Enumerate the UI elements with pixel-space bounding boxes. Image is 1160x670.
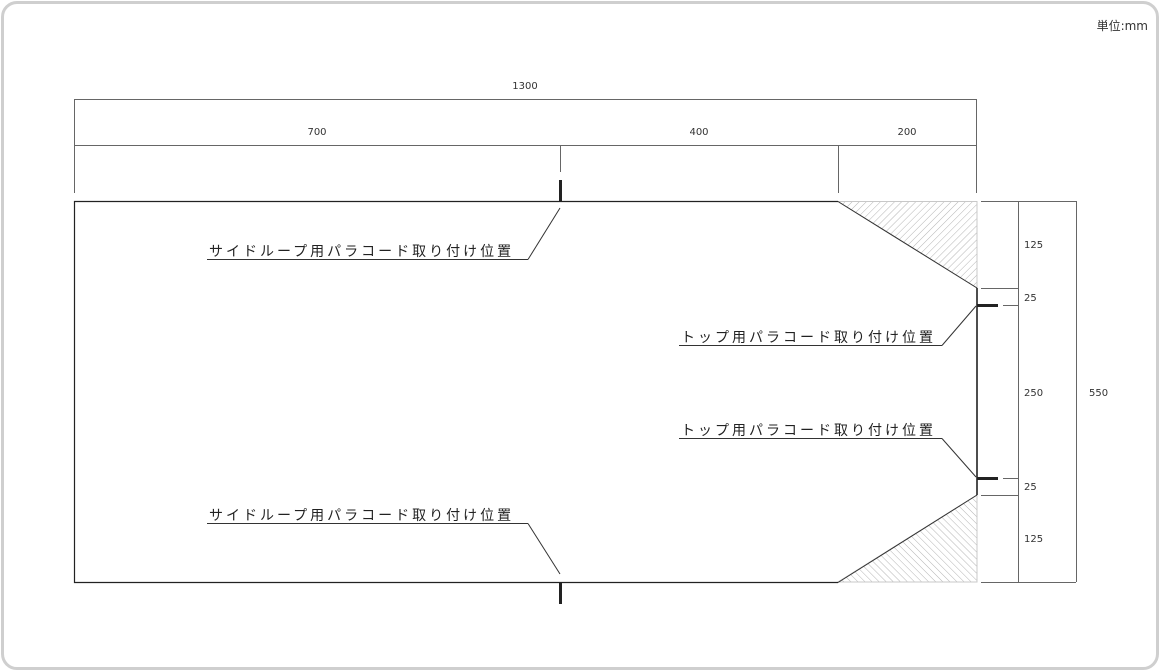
- dim-right-total-550: 550: [1089, 388, 1108, 399]
- leader-top-upper: [941, 305, 977, 346]
- dim-total-width: 1300: [512, 81, 537, 92]
- dim-right-250: 250: [1024, 388, 1043, 399]
- leader-top-lower: [941, 438, 977, 478]
- chamfer-top-edge: [837, 201, 978, 289]
- dim-segment-400: 400: [689, 127, 708, 138]
- callout-side-loop-top: サイドループ用パラコード取り付け位置: [209, 244, 514, 260]
- chamfer-bottom-edge: [837, 494, 978, 583]
- dim-segment-700: 700: [307, 127, 326, 138]
- side-loop-marker-bottom: [559, 583, 562, 604]
- top-cord-marker-lower: [977, 477, 998, 480]
- callout-top-cord-upper: トップ用パラコード取り付け位置: [681, 330, 936, 346]
- dim-right-125-bottom: 125: [1024, 534, 1043, 545]
- leader-side-bottom: [527, 523, 561, 575]
- top-cord-marker-upper: [977, 304, 998, 307]
- panel-outline: [73, 200, 838, 584]
- dim-right-25-top: 25: [1024, 293, 1037, 304]
- leader-side-top: [527, 207, 561, 260]
- callout-side-loop-bottom: サイドループ用パラコード取り付け位置: [209, 508, 514, 524]
- callout-leaders: [207, 207, 977, 575]
- side-loop-marker-top: [559, 180, 562, 201]
- unit-label: 単位:mm: [1097, 18, 1148, 33]
- right-dimension-group: [981, 201, 1077, 583]
- callout-top-cord-lower: トップ用パラコード取り付け位置: [681, 423, 936, 439]
- top-dimension-group: [74, 99, 977, 193]
- dim-right-125-top: 125: [1024, 240, 1043, 251]
- dim-right-25-bottom: 25: [1024, 482, 1037, 493]
- dim-segment-200: 200: [897, 127, 916, 138]
